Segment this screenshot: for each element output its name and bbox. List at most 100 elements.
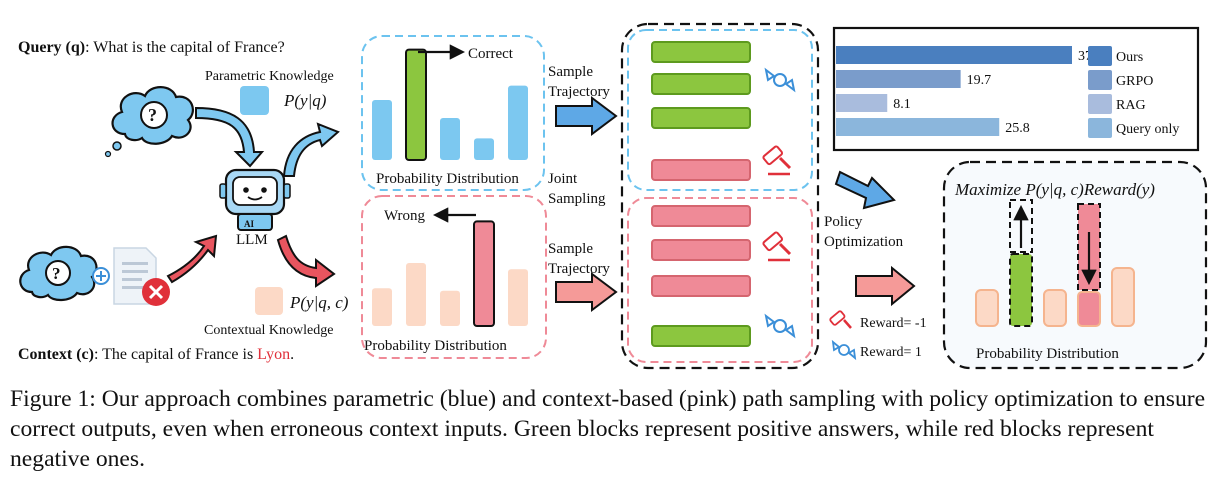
context-line: Context (c): The capital of France is Ly… [18,346,294,363]
result-bar-value: 19.7 [967,73,992,88]
llm-to-parametric-arrow [282,122,340,177]
negative-trajectory-block [651,275,751,297]
document-error-icon [113,247,170,306]
p-param-formula: P(y|q) [283,91,327,110]
objective-distribution-caption: Probability Distribution [976,346,1119,362]
cloud-to-llm-arrow [195,106,265,168]
parametric-bars [372,48,528,161]
distribution-bar [508,85,528,160]
trajectory-panel-top [627,29,813,191]
wrong-label: Wrong [384,208,426,224]
positive-trajectory-block [651,325,751,347]
candy-legend-icon [831,339,857,361]
sample-arrow-bottom [555,272,618,312]
contextual-bars [372,220,528,327]
context-end: . [290,346,294,363]
contextual-distribution-panel [361,195,547,359]
distribution-bar [440,290,460,326]
legend-label: Ours [1116,50,1143,65]
contextual-knowledge-label: Contextual Knowledge [204,323,333,338]
context-text: : The capital of France is [94,346,257,363]
result-bar [836,118,1000,136]
trajectory-label-bottom: Trajectory [548,261,610,277]
positive-trajectory-block [651,107,751,129]
objective-bar [975,289,999,327]
llm-label: LLM [236,232,268,248]
svg-text:AI: AI [244,219,254,229]
maximize-word: Maximize [954,180,1022,199]
distribution-bar [508,269,528,326]
sample-label-top: Sample [548,64,593,80]
results-bars: 37.319.78.125.8 [836,46,1103,136]
parametric-distribution-panel [361,35,545,191]
legend-swatch [1088,94,1112,114]
distribution-bar [473,220,495,327]
result-bar-value: 25.8 [1005,121,1029,136]
objective-formula: Maximize P(y|q, c)Reward(y) [954,180,1155,199]
contextual-distribution-caption: Probability Distribution [364,338,507,354]
legend-swatch [1088,118,1112,138]
parametric-distribution-caption: Probability Distribution [376,171,519,187]
gavel-legend-icon [829,310,852,329]
query-line: Query (q): What is the capital of France… [18,39,285,56]
legend-label: RAG [1116,98,1146,113]
contextual-swatch [255,287,283,315]
objective-bar-green-boost [1009,199,1033,253]
gavel-icon [762,145,792,176]
sample-label-bottom: Sample [548,241,593,257]
objective-bar [1111,267,1135,327]
trajectories-bottom [651,205,751,347]
negative-trajectory-block [651,239,751,261]
context-to-llm-arrow [166,234,218,284]
context-label: Context (c) [18,346,94,363]
policy-label: Policy [824,214,863,230]
legend-swatch [1088,46,1112,66]
negative-trajectory-block [651,159,751,181]
optimization-label: Optimization [824,234,904,250]
llm-to-contextual-arrow [276,234,336,288]
sampling-label: Sampling [548,191,606,207]
trajectory-label-top: Trajectory [548,84,610,100]
candy-icon [764,67,796,93]
chart-to-objective-arrow [834,170,896,210]
distribution-bar [372,100,392,160]
query-label: Query (q) [18,39,85,56]
objective-bar [1043,289,1067,327]
result-bar [836,70,961,88]
objective-bar-red [1077,291,1101,327]
result-bar [836,46,1072,64]
reward-negative-label: Reward= -1 [860,316,927,331]
parametric-knowledge-label: Parametric Knowledge [205,69,334,84]
robot-icon: AI [219,168,291,231]
positive-trajectory-block [651,73,751,95]
objective-bar-green [1009,253,1033,327]
context-answer: Lyon [257,346,290,363]
result-bar [836,94,888,112]
figure-caption: Figure 1: Our approach combines parametr… [10,386,1206,472]
policy-arrow [855,265,916,307]
distribution-bar [406,263,426,326]
legend-label: Query only [1116,122,1179,137]
trajectory-panel-bottom [627,197,813,363]
distribution-bar [405,48,427,161]
objective-expression: P(y|q, c)Reward(y) [1024,180,1155,199]
question-cloud-icon: ? [104,86,194,158]
trajectories-top [651,41,751,181]
candy-icon-bottom [764,313,796,339]
method-diagram: Query (q): What is the capital of France… [18,22,1208,370]
gavel-icon-bottom [762,231,792,262]
distribution-bar [372,288,392,326]
legend-swatch [1088,70,1112,90]
correct-label: Correct [468,46,514,62]
question-cloud-icon-bottom: ? [19,245,98,302]
svg-text:?: ? [52,264,61,283]
distribution-bar [440,118,460,160]
legend-label: GRPO [1116,74,1153,89]
plus-icon [92,267,110,285]
sample-arrow-top [555,96,618,136]
p-context-formula: P(y|q, c) [289,293,349,312]
distribution-bar [474,138,494,160]
svg-text:?: ? [148,105,157,125]
query-text: : What is the capital of France? [85,39,285,56]
